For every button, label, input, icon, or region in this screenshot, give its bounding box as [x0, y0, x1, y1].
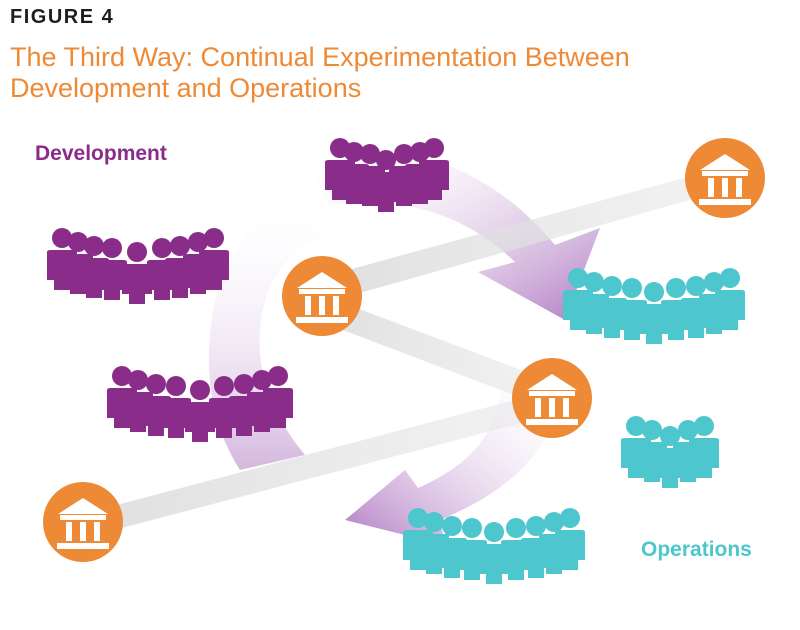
beam-bottom	[90, 392, 552, 535]
operations-group-right	[563, 268, 745, 344]
development-group-left	[47, 228, 229, 304]
operations-label: Operations	[641, 538, 752, 561]
beam-top	[330, 168, 725, 300]
feedback-beams	[90, 168, 725, 535]
bank-icon-bottom-left	[43, 482, 123, 562]
bank-icon-center-left	[282, 256, 362, 336]
development-label: Development	[35, 142, 167, 165]
figure-label: FIGURE 4	[10, 6, 115, 28]
bank-icon-top-right	[685, 138, 765, 218]
operations-group-bottom	[403, 508, 585, 584]
figure-title: The Third Way: Continual Experimentation…	[10, 42, 630, 103]
operations-group-small	[621, 416, 719, 488]
bank-icon-center-right	[512, 358, 592, 438]
beam-middle	[322, 298, 548, 405]
development-group-middle	[107, 366, 293, 442]
